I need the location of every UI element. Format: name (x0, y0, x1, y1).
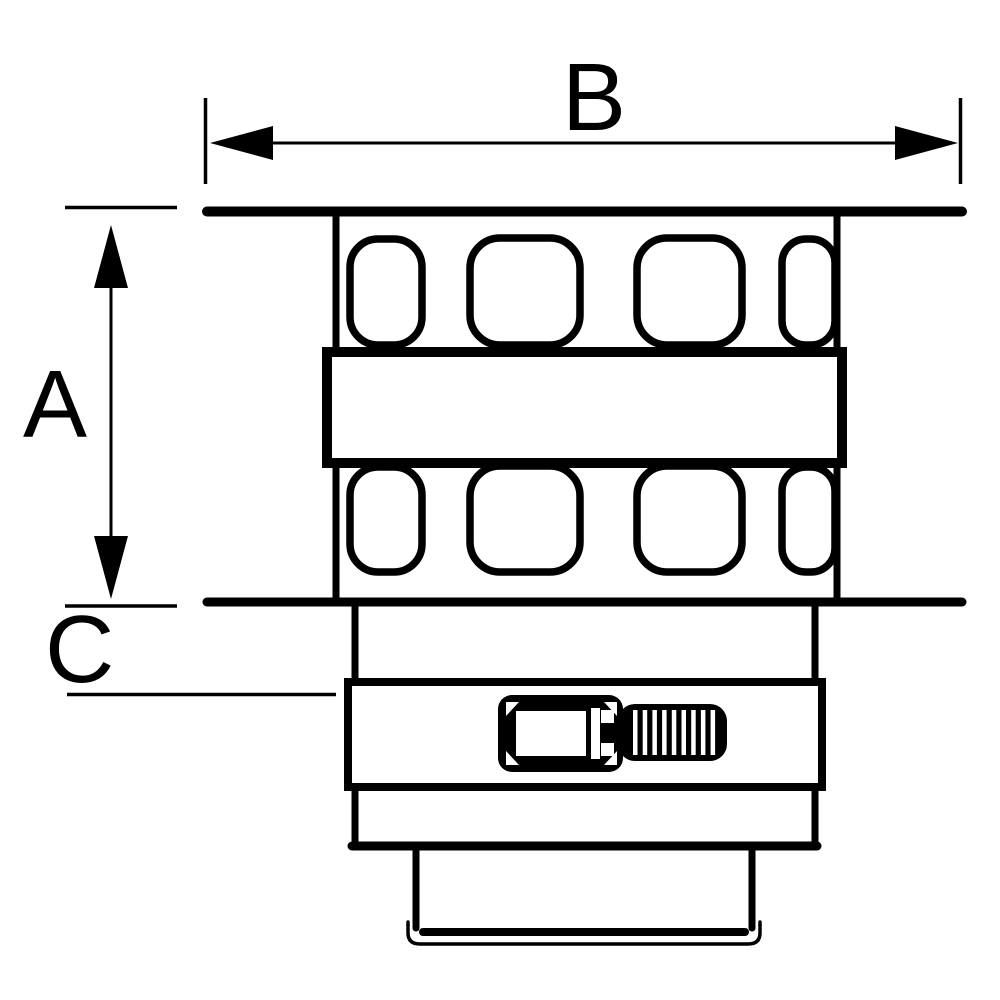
latch-catch-bottom-gap (601, 743, 614, 756)
dimension-a: A (23, 205, 177, 608)
arrowhead-left-icon (210, 126, 273, 160)
dimension-a-label: A (23, 351, 87, 458)
latch-notch-tl (506, 702, 519, 716)
arrowhead-down-icon (94, 536, 128, 599)
vent-opening-4 (778, 235, 839, 349)
dimension-b-label: B (562, 44, 626, 151)
latch-slot (591, 708, 600, 759)
dimension-c: C (45, 596, 336, 703)
dimension-b: B (203, 44, 963, 184)
spigot-rolled-rim (406, 920, 762, 946)
latch-grip-ribs (633, 710, 716, 755)
arrowhead-up-icon (94, 225, 128, 288)
vent-opening-3 (633, 234, 746, 349)
vent-opening-8 (778, 463, 839, 576)
middle-band (322, 347, 847, 468)
dimension-c-label: C (45, 596, 114, 703)
vent-opening-7 (633, 462, 746, 576)
slider-latch (498, 695, 727, 772)
latch-catch-top-gap (601, 710, 614, 723)
vent-opening-6 (466, 462, 584, 576)
vent-opening-2 (466, 234, 584, 349)
cap-body (202, 206, 967, 946)
latch-window (516, 711, 586, 756)
vent-opening-1 (346, 235, 426, 349)
arrowhead-right-icon (895, 126, 958, 160)
vent-opening-5 (346, 463, 426, 576)
latch-notch-bl (506, 751, 519, 765)
